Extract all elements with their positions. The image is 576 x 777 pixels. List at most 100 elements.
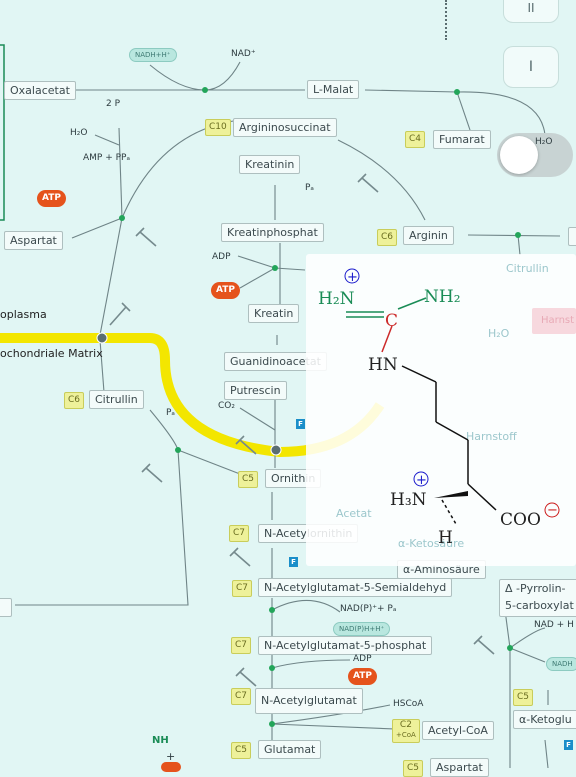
enzyme-c2-label: C2: [399, 720, 412, 730]
node-aspartat[interactable]: Aspartat: [4, 231, 63, 250]
atom-h: H: [438, 528, 453, 548]
syringe-icon: [357, 173, 379, 193]
label-pa-citrullin: Pₐ: [166, 408, 175, 418]
label-co2: CO₂: [218, 401, 235, 411]
label-nad-right: NAD + H: [534, 620, 574, 630]
enzyme-c5-glutamat[interactable]: C5: [231, 742, 252, 759]
atp-badge-kreatin: ATP: [211, 282, 241, 299]
enzyme-c7-4[interactable]: C7: [231, 688, 252, 705]
label-adp-kreatin: ADP: [212, 252, 231, 262]
enzyme-c5-bottom[interactable]: C5: [403, 760, 424, 777]
enzyme-c7-3[interactable]: C7: [231, 637, 252, 654]
label-h2o-left: H₂O: [70, 128, 88, 138]
structure-overlay[interactable]: Citrullin H₂O Harnst Harnstoff α-Ketosäu…: [306, 254, 576, 566]
ghost-harnstoff: Harnstoff: [466, 430, 517, 443]
syringe-icon: [109, 302, 131, 326]
node-offscreen-right[interactable]: [568, 227, 576, 246]
charge-plus-top: +: [347, 270, 358, 285]
node-kreatinphosphat[interactable]: Kreatinphosphat: [221, 223, 324, 242]
label-adp-glutamat: ADP: [353, 654, 372, 664]
node-kreatinin[interactable]: Kreatinin: [239, 155, 301, 174]
handle-dots[interactable]: [445, 0, 449, 40]
label-plus: +: [166, 750, 176, 763]
f-badge-3[interactable]: F: [564, 740, 573, 750]
enzyme-c5-ornithin[interactable]: C5: [238, 471, 259, 488]
node-fumarat[interactable]: Fumarat: [433, 130, 491, 149]
enzyme-c10[interactable]: C10: [205, 119, 231, 136]
view-toggle[interactable]: H₂O: [497, 133, 573, 177]
harnst-ghost-label: Harnst: [541, 315, 575, 326]
label-2p: 2 P: [106, 99, 121, 109]
atp-badge-glutamat: ATP: [348, 668, 378, 685]
node-guanidinoacetat[interactable]: Guanidinoacetat: [224, 352, 327, 371]
syringe-icon: [229, 547, 251, 567]
transporter-citrullin: [96, 332, 108, 344]
toggle-knob[interactable]: [500, 136, 538, 174]
enzyme-c7-2[interactable]: C7: [232, 580, 253, 597]
node-n-acetylglutamat[interactable]: N-Acetylglutamat: [255, 688, 363, 714]
atom-coo: COO: [500, 510, 541, 530]
enzyme-c6-arginin[interactable]: C6: [377, 229, 398, 246]
compartment-matrix: ochondriale Matrix: [0, 347, 103, 360]
enzyme-c5-right[interactable]: C5: [513, 689, 534, 706]
node-offscreen-left[interactable]: [0, 598, 12, 617]
node-putrescin[interactable]: Putrescin: [224, 381, 287, 400]
node-semialdehyd[interactable]: N-Acetylglutamat-5-Semialdehyd: [258, 578, 453, 597]
atom-hn: HN: [368, 355, 398, 375]
f-badge-2[interactable]: F: [296, 419, 305, 429]
ghost-acetat: Acetat: [336, 507, 372, 520]
atp-badge-bottom-partial: [161, 762, 181, 772]
node-ornithin[interactable]: Ornithin: [265, 469, 322, 488]
enzyme-c6-citrullin[interactable]: C6: [64, 392, 85, 409]
syringe-icon: [141, 463, 163, 483]
compartment-cytoplasma: oplasma: [0, 308, 47, 321]
mode-button[interactable]: I: [503, 46, 559, 88]
f-badge-1[interactable]: F: [289, 557, 298, 567]
node-kreatin[interactable]: Kreatin: [248, 304, 300, 323]
label-nad-top: NAD⁺: [231, 49, 256, 59]
syringe-icon: [235, 435, 257, 455]
enzyme-c4[interactable]: C4: [405, 131, 426, 148]
charge-plus-bottom: +: [416, 473, 427, 488]
label-nh: NH: [152, 735, 169, 746]
node-arginin[interactable]: Arginin: [403, 226, 454, 245]
enzyme-c2[interactable]: C2 +CoA: [392, 719, 420, 743]
node-citrullin[interactable]: Citrullin: [89, 390, 144, 409]
label-pa-kreatin: Pₐ: [305, 183, 314, 193]
charge-minus: −: [547, 503, 558, 518]
node-oxalacetat[interactable]: Oxalacetat: [4, 81, 76, 100]
pause-icon: II: [527, 1, 535, 15]
label-amp-ppa: AMP + PPₐ: [83, 153, 130, 163]
node-phosphat[interactable]: N-Acetylglutamat-5-phosphat: [258, 636, 433, 655]
ghost-alpha-ketosaeure: α-Ketosäure: [398, 537, 465, 550]
pill-nadh-top: NADH+H⁺: [129, 48, 177, 62]
node-l-malat[interactable]: L-Malat: [307, 80, 360, 99]
atom-nh2-right: NH₂: [424, 287, 461, 307]
atp-badge-left: ATP: [37, 190, 67, 207]
mode-button-label: I: [528, 59, 534, 75]
pause-button[interactable]: II: [503, 0, 559, 23]
pyrrolin-line1: Δ -Pyrrolin-: [505, 582, 566, 595]
pill-nadh-right: NADH: [546, 657, 576, 671]
enzyme-c7-1[interactable]: C7: [229, 525, 250, 542]
ghost-h2o: H₂O: [488, 327, 510, 340]
arginine-structure: [344, 268, 560, 525]
atom-h3n: H₃N: [390, 490, 427, 510]
node-glutamat[interactable]: Glutamat: [258, 740, 322, 759]
syringe-icon: [135, 227, 157, 247]
syringe-icon: [235, 667, 257, 687]
node-acetyl-coa[interactable]: Acetyl-CoA: [422, 721, 494, 740]
harnstoff-ghost-box: Harnst: [532, 308, 576, 334]
label-hscoa: HSCoA: [393, 699, 424, 709]
left-bracket: [0, 44, 5, 221]
pill-nadph: NAD(P)H+H⁺: [333, 622, 391, 636]
atom-c-center: C: [385, 311, 399, 331]
node-alpha-ketoglu[interactable]: α-Ketoglu: [513, 710, 576, 729]
toggle-h2o-label: H₂O: [535, 137, 553, 147]
transporter-ornithin: [270, 444, 282, 456]
ghost-citrullin: Citrullin: [506, 262, 549, 275]
node-argininosuccinat[interactable]: Argininosuccinat: [233, 118, 337, 137]
syringe-icon: [473, 635, 495, 655]
node-pyrrolin-carboxylat[interactable]: Δ -Pyrrolin- 5-carboxylat: [499, 579, 576, 617]
atom-h2n-left: H₂N: [318, 289, 355, 309]
